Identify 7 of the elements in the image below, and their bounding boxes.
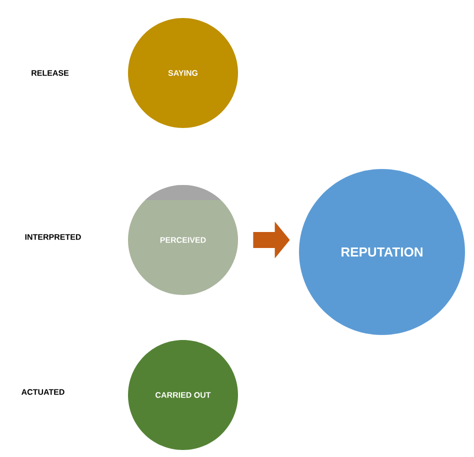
circle-node: SAYING — [128, 18, 238, 128]
row-label: RELEASE — [32, 70, 69, 76]
circle-node: PERCEIVED — [128, 184, 238, 295]
row-label: ACTUATED — [22, 389, 64, 395]
row-label: INTERPRETED — [25, 234, 81, 240]
circle-node: REPUTATION — [299, 169, 465, 335]
circle-node: CARRIED OUT — [128, 340, 238, 450]
